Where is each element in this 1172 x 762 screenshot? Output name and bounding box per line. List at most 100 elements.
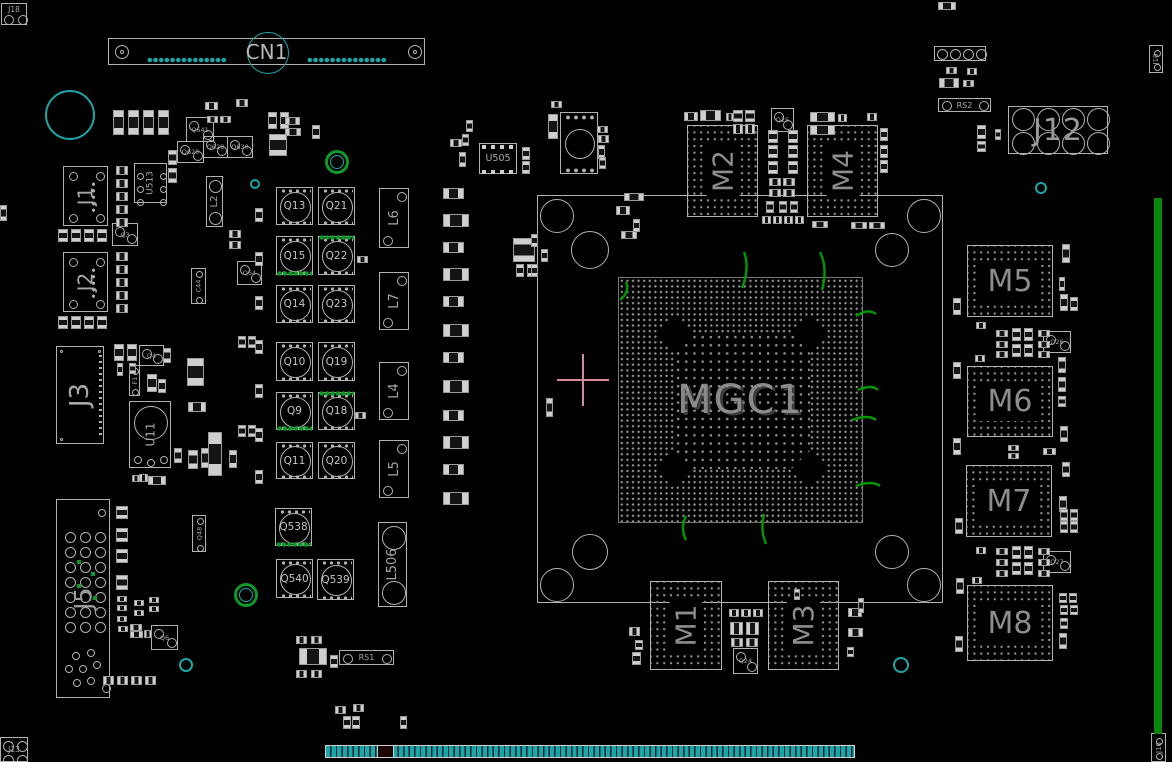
ic-q620[interactable]: Q620 <box>177 141 204 163</box>
smd-part[interactable] <box>788 145 798 158</box>
smd-part[interactable] <box>296 670 307 678</box>
smd-part[interactable] <box>1038 548 1050 555</box>
smd-part[interactable] <box>71 316 81 329</box>
smd-part[interactable] <box>1008 453 1019 459</box>
smd-part[interactable] <box>248 336 256 348</box>
smd-part[interactable] <box>1069 593 1077 603</box>
ic-c44[interactable]: C44 <box>191 268 206 304</box>
smd-part[interactable] <box>848 628 863 637</box>
smd-part[interactable] <box>1043 448 1056 455</box>
connector-j3[interactable]: J3 <box>56 346 104 444</box>
smd-part[interactable] <box>946 67 957 74</box>
inductor-l6[interactable]: L6 <box>379 188 409 248</box>
smd-part[interactable] <box>632 652 641 665</box>
smd-part[interactable] <box>769 178 781 186</box>
smd-part[interactable] <box>733 110 743 122</box>
smd-part[interactable] <box>248 425 256 437</box>
ic-u505[interactable]: U505 <box>479 143 517 174</box>
ic-q628[interactable]: Q628 <box>203 136 228 158</box>
smd-part[interactable] <box>768 130 778 143</box>
smd-part[interactable] <box>598 135 609 143</box>
smd-part[interactable] <box>976 547 986 554</box>
smd-part[interactable] <box>788 130 798 143</box>
smd-part[interactable] <box>621 231 637 239</box>
smd-part[interactable] <box>597 126 608 133</box>
smd-part[interactable] <box>955 518 963 534</box>
smd-part[interactable] <box>880 128 888 141</box>
smd-part[interactable] <box>996 570 1008 577</box>
smd-part[interactable] <box>953 298 961 315</box>
smd-part[interactable] <box>779 201 787 213</box>
smd-part[interactable] <box>1024 344 1033 357</box>
smd-part[interactable] <box>768 145 778 158</box>
smd-part[interactable] <box>967 68 977 75</box>
smd-part[interactable] <box>541 249 548 262</box>
smd-part[interactable] <box>838 114 847 122</box>
smd-part[interactable] <box>773 216 782 224</box>
smd-part[interactable] <box>255 296 263 310</box>
smd-part[interactable] <box>730 622 743 635</box>
mosfet-q21[interactable]: Q21 <box>318 187 355 226</box>
smd-part[interactable] <box>97 229 107 242</box>
smd-part[interactable] <box>116 575 128 590</box>
smd-part[interactable] <box>188 450 198 469</box>
smd-part[interactable] <box>117 363 123 376</box>
memory-m8[interactable]: M8 <box>967 585 1053 661</box>
smd-part[interactable] <box>1060 618 1068 629</box>
mosfet-q538[interactable]: Q538 <box>275 508 312 548</box>
smd-part[interactable] <box>939 78 959 88</box>
connector-j10[interactable]: J10 <box>1149 45 1163 73</box>
ic-q48[interactable]: Q48 <box>192 515 206 552</box>
smd-part[interactable] <box>443 296 464 307</box>
smd-part[interactable] <box>745 110 755 122</box>
smd-part[interactable] <box>1038 559 1050 566</box>
smd-part[interactable] <box>238 425 246 437</box>
smd-part[interactable] <box>188 402 206 412</box>
inductor-l506[interactable]: L506 <box>378 522 407 607</box>
smd-part[interactable] <box>127 344 137 361</box>
smd-part[interactable] <box>158 379 166 393</box>
smd-part[interactable] <box>229 230 241 238</box>
gpu-bga[interactable]: MGC1 <box>618 277 863 523</box>
smd-part[interactable] <box>995 129 1001 140</box>
smd-part[interactable] <box>58 316 68 329</box>
smd-part[interactable] <box>0 205 7 221</box>
smd-part[interactable] <box>1060 294 1068 311</box>
smd-part[interactable] <box>443 242 464 253</box>
mosfet-q539[interactable]: Q539 <box>317 559 354 601</box>
ic-q630[interactable]: Q630 <box>227 136 253 158</box>
smd-part[interactable] <box>400 716 407 729</box>
smd-part[interactable] <box>58 229 68 242</box>
smd-part[interactable] <box>443 188 464 199</box>
smd-part[interactable] <box>84 316 94 329</box>
smd-part[interactable] <box>134 600 144 606</box>
connector-cn1[interactable]: CN1 <box>108 32 425 74</box>
smd-part[interactable] <box>117 676 128 685</box>
smd-part[interactable] <box>330 655 338 668</box>
connector-j2[interactable]: J2 <box>63 252 108 312</box>
smd-part[interactable] <box>443 380 469 393</box>
inductor-l2[interactable]: L2 <box>206 176 223 227</box>
smd-part[interactable] <box>996 341 1008 348</box>
smd-part[interactable] <box>117 596 127 602</box>
smd-part[interactable] <box>812 221 828 228</box>
smd-part[interactable] <box>268 112 277 129</box>
smd-part[interactable] <box>1038 330 1050 337</box>
smd-part[interactable] <box>443 214 469 227</box>
smd-part[interactable] <box>1008 445 1019 451</box>
smd-part[interactable] <box>522 161 530 174</box>
smd-part[interactable] <box>551 101 562 108</box>
smd-part[interactable] <box>784 216 793 224</box>
smd-part[interactable] <box>116 179 128 188</box>
smd-part[interactable] <box>1062 462 1070 477</box>
smd-part[interactable] <box>788 161 798 174</box>
smd-part[interactable] <box>1070 297 1078 311</box>
smd-part[interactable] <box>207 116 218 123</box>
smd-part[interactable] <box>953 362 961 379</box>
smd-part[interactable] <box>462 134 469 146</box>
mosfet-q18[interactable]: Q18 <box>318 390 355 431</box>
connector-j13[interactable]: J13 <box>0 737 28 762</box>
smd-part[interactable] <box>741 609 751 617</box>
ic-u513[interactable]: U513 <box>134 163 167 206</box>
smd-part[interactable] <box>116 218 128 227</box>
